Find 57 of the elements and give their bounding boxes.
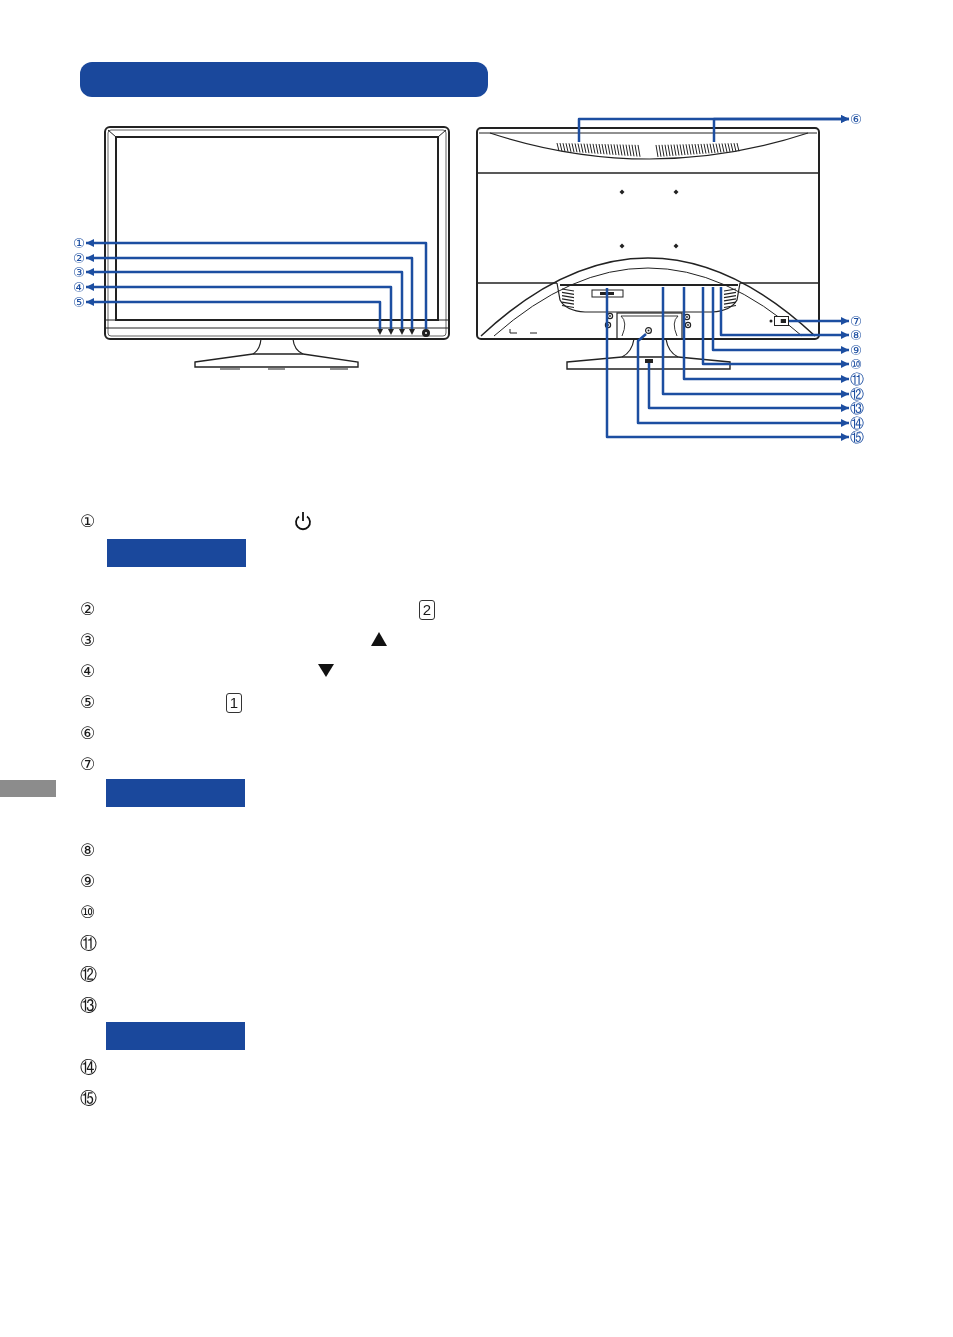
list-number: ⑨ bbox=[80, 871, 96, 891]
leader-line bbox=[719, 287, 849, 339]
key-label: 2 bbox=[419, 600, 435, 620]
leader-line bbox=[682, 287, 849, 383]
callout-number: ⑭ bbox=[849, 416, 865, 430]
callout-number: ⑬ bbox=[849, 401, 865, 415]
callout-number: ① bbox=[71, 236, 86, 250]
list-number: ② bbox=[80, 599, 96, 619]
list-number: ⑤ bbox=[80, 692, 96, 712]
control-button bbox=[399, 329, 405, 335]
leader-line bbox=[647, 363, 849, 412]
list-number: ③ bbox=[80, 630, 96, 650]
list-number: ① bbox=[80, 511, 96, 531]
callout-number: ⑧ bbox=[849, 328, 864, 342]
control-button bbox=[388, 329, 394, 335]
callout-number: ⑪ bbox=[849, 372, 865, 386]
list-number: ⑪ bbox=[80, 933, 97, 953]
security-slot bbox=[774, 316, 789, 326]
leader-line bbox=[701, 287, 849, 368]
leader-line bbox=[86, 268, 404, 329]
stand-hole bbox=[645, 359, 653, 363]
screw bbox=[645, 327, 652, 334]
list-number: ⑧ bbox=[80, 840, 96, 860]
control-button bbox=[409, 329, 415, 335]
callout-number: ⑩ bbox=[849, 357, 864, 371]
leader-line bbox=[661, 287, 849, 398]
list-number: ⑬ bbox=[80, 995, 97, 1015]
callout-number: ⑫ bbox=[849, 387, 865, 401]
vent-grille bbox=[556, 142, 642, 158]
control-button bbox=[377, 329, 383, 335]
list-number: ⑭ bbox=[80, 1057, 97, 1077]
leader-line bbox=[712, 115, 849, 142]
list-number: ⑦ bbox=[80, 754, 96, 774]
callout-number: ③ bbox=[71, 265, 86, 279]
callout-number: ⑥ bbox=[849, 112, 864, 126]
leader-line bbox=[86, 254, 414, 329]
leader-line bbox=[86, 239, 428, 329]
list-number: ⑥ bbox=[80, 723, 96, 743]
list-number: ⑩ bbox=[80, 902, 96, 922]
leader-line bbox=[86, 298, 382, 329]
list-number: ④ bbox=[80, 661, 96, 681]
leader-line bbox=[86, 283, 393, 329]
leader-line bbox=[711, 287, 849, 354]
list-number: ⑮ bbox=[80, 1088, 97, 1108]
leader-line bbox=[636, 333, 849, 427]
callout-number: ② bbox=[71, 251, 86, 265]
leader-line bbox=[789, 317, 849, 325]
list-number: ⑫ bbox=[80, 964, 97, 984]
callout-number: ⑤ bbox=[71, 295, 86, 309]
callout-number: ⑦ bbox=[849, 314, 864, 328]
callout-number: ⑮ bbox=[849, 430, 865, 444]
vent-grille bbox=[655, 142, 741, 158]
key-label: 1 bbox=[226, 693, 242, 713]
callout-number: ④ bbox=[71, 280, 86, 294]
leader-line bbox=[605, 288, 849, 441]
power-button bbox=[422, 329, 430, 337]
callout-number: ⑨ bbox=[849, 343, 864, 357]
